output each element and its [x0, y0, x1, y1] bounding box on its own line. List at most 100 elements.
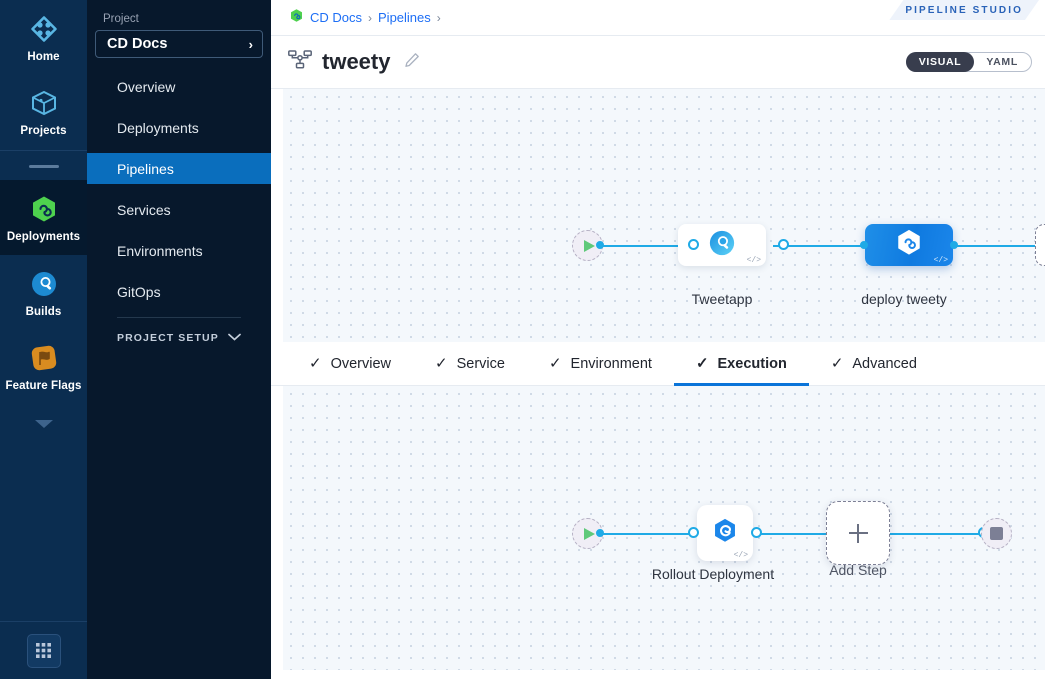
pencil-edit-icon[interactable]: [404, 52, 420, 73]
port-start-out[interactable]: [596, 241, 604, 249]
stage-label-deploy-tweety: deploy tweety: [861, 291, 947, 307]
step-node-rollout-deployment[interactable]: </>: [697, 505, 753, 561]
stage-config-tabs: ✓ Overview ✓ Service ✓ Environment ✓ Exe…: [271, 342, 1045, 386]
toggle-option-visual[interactable]: VISUAL: [905, 52, 975, 72]
tab-label-execution: Execution: [717, 355, 787, 372]
sidebar-item-environments[interactable]: Environments: [87, 235, 271, 266]
execution-end-node[interactable]: [981, 518, 1012, 549]
toggle-option-yaml[interactable]: YAML: [986, 56, 1018, 68]
rail-label-projects: Projects: [20, 125, 67, 138]
tab-execution[interactable]: ✓ Execution: [673, 342, 809, 386]
step-label-rollout-deployment: Rollout Deployment: [651, 566, 775, 582]
port-deploy-out[interactable]: [950, 241, 958, 249]
rail-item-deployments[interactable]: Deployments: [0, 180, 87, 255]
project-sidebar: Project CD Docs › Overview Deployments P…: [87, 0, 271, 679]
execution-canvas[interactable]: </> Rollout Deployment Add Step: [271, 386, 1045, 670]
sidebar-label-deployments: Deployments: [117, 119, 199, 136]
rail-item-home[interactable]: Home: [0, 0, 87, 74]
sidebar-item-overview[interactable]: Overview: [87, 71, 271, 102]
deployments-hex-icon: [29, 194, 59, 224]
port-tweetapp-out[interactable]: [778, 239, 789, 250]
stage-code-tag: </>: [746, 256, 761, 265]
tab-overview[interactable]: ✓ Overview: [287, 342, 413, 386]
sidebar-label-pipelines: Pipelines: [117, 160, 174, 177]
view-mode-toggle[interactable]: VISUAL YAML: [905, 52, 1032, 72]
feature-flag-icon: [29, 343, 59, 373]
rail-collapse-handle[interactable]: [28, 165, 59, 169]
port-rollout-in[interactable]: [688, 527, 699, 538]
pipeline-studio-badge: PIPELINE STUDIO: [889, 0, 1039, 20]
edge-addstep-to-exec-end: [889, 533, 995, 535]
step-code-tag: </>: [733, 551, 748, 560]
rail-label-feature-flags: Feature Flags: [5, 379, 82, 392]
sidebar-item-services[interactable]: Services: [87, 194, 271, 225]
sidebar-label-services: Services: [117, 201, 171, 218]
main-content: CD Docs › Pipelines › PIPELINE STUDIO tw…: [271, 0, 1045, 679]
sidebar-item-deployments[interactable]: Deployments: [87, 112, 271, 143]
stage-label-tweetapp: Tweetapp: [691, 291, 753, 307]
tab-environment[interactable]: ✓ Environment: [527, 342, 674, 386]
chevron-down-icon[interactable]: [33, 417, 55, 435]
rail-label-home: Home: [27, 51, 60, 63]
tab-label-environment: Environment: [570, 355, 652, 372]
breadcrumb-link-cd-docs[interactable]: CD Docs: [310, 10, 363, 25]
sidebar-item-pipelines[interactable]: Pipelines: [87, 153, 271, 184]
stage-canvas[interactable]: </> Tweetapp </> deploy: [271, 89, 1045, 342]
breadcrumb-separator: ›: [368, 10, 373, 25]
play-icon: [583, 527, 595, 540]
page-title: tweety: [322, 49, 391, 74]
chevron-right-icon: ›: [248, 36, 253, 52]
rail-divider: [0, 150, 87, 152]
edge-rollout-to-addstep: [743, 533, 851, 535]
stop-icon: [990, 527, 1003, 540]
build-stage-icon: [708, 229, 736, 262]
project-selector-name: CD Docs: [107, 36, 168, 52]
breadcrumb-link-pipelines[interactable]: Pipelines: [378, 10, 431, 25]
execution-graph: </> Rollout Deployment Add Step: [283, 386, 1045, 670]
project-nav: Overview Deployments Pipelines Services …: [87, 71, 271, 307]
stage-node-deploy-tweety[interactable]: </>: [865, 224, 953, 266]
sidebar-label-overview: Overview: [117, 78, 176, 95]
port-tweetapp-in[interactable]: [688, 239, 699, 250]
check-icon: ✓: [548, 355, 562, 372]
breadcrumb-separator: ›: [436, 10, 441, 25]
add-stage-label: Add Stage: [994, 287, 1045, 303]
grid-apps-icon[interactable]: [26, 633, 61, 668]
rail-item-projects[interactable]: Projects: [0, 74, 87, 148]
check-icon: ✓: [695, 355, 709, 372]
check-icon: ✓: [435, 355, 448, 372]
add-step-button[interactable]: [826, 501, 890, 565]
port-exec-start-out[interactable]: [596, 529, 604, 537]
check-icon: ✓: [309, 355, 322, 372]
pipeline-hierarchy-icon: [288, 49, 312, 75]
port-rollout-out[interactable]: [751, 527, 762, 538]
sidebar-label-gitops: GitOps: [117, 283, 161, 300]
builds-circle-icon: [29, 269, 59, 299]
breadcrumb: CD Docs › Pipelines › PIPELINE STUDIO: [271, 0, 1045, 36]
pipeline-title-bar: tweety VISUAL YAML: [271, 36, 1045, 89]
play-icon: [583, 239, 595, 252]
stage-graph: </> Tweetapp </> deploy: [283, 89, 1045, 342]
apps-launcher-area: [0, 621, 87, 679]
project-setup-section[interactable]: PROJECT SETUP: [87, 318, 271, 344]
plus-icon: [848, 523, 868, 543]
tab-advanced[interactable]: ✓ Advanced: [809, 342, 939, 386]
add-step-label: Add Step: [829, 562, 887, 578]
stage-code-tag: </>: [933, 256, 948, 265]
sidebar-divider: [117, 317, 241, 318]
deploy-stage-icon: [895, 228, 923, 263]
rail-item-builds[interactable]: Builds: [0, 255, 87, 329]
cube-icon: [29, 88, 59, 118]
rail-item-feature-flags[interactable]: Feature Flags: [0, 329, 87, 403]
edge-start-to-tweetapp: [599, 245, 707, 247]
rail-label-deployments: Deployments: [6, 231, 81, 244]
chevron-down-icon: [228, 332, 241, 344]
deployments-module-icon: [289, 8, 304, 28]
add-stage-button[interactable]: [1035, 224, 1045, 266]
port-deploy-in[interactable]: [860, 241, 868, 249]
project-selector[interactable]: CD Docs ›: [95, 30, 263, 58]
sidebar-item-gitops[interactable]: GitOps: [87, 276, 271, 307]
tab-label-advanced: Advanced: [852, 355, 917, 372]
tab-service[interactable]: ✓ Service: [413, 342, 527, 386]
